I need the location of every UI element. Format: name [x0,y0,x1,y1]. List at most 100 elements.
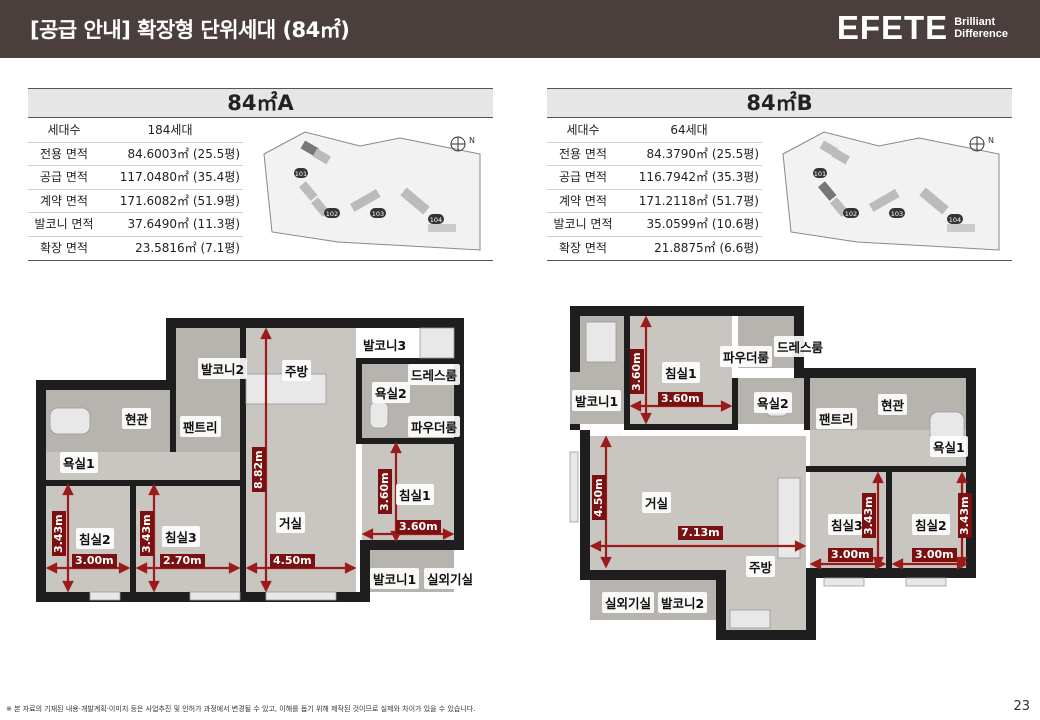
north-compass-icon: N [450,136,475,152]
dim-bedroom1-height: 3.60m [630,349,644,394]
brand-tagline-line1: Brilliant [954,16,996,28]
dim-bedroom1-width: 3.60m [396,520,441,534]
room-label-bedroom2: 침실2 [912,514,950,535]
dim-bedroom3-height: 3.43m [862,493,876,538]
spec-value: 84.3790㎡ (25.5평) [646,146,759,161]
unit-b-site-plan: N 101 102 103 104 [782,131,1000,251]
brand-tagline-line2: Difference [954,28,1008,40]
dim-living-height: 8.82m [252,447,266,492]
brand-tagline: Brilliant Difference [954,16,1008,40]
spec-row: 발코니 면적 37.6490㎡ (11.3평) [28,213,243,237]
dim-bedroom3-height: 3.43m [140,511,154,556]
site-building-102: 102 [818,181,859,218]
spec-value: 64세대 [670,123,708,137]
dim-bedroom3-width: 3.00m [828,548,873,562]
room-label-powder: 파우더룸 [720,346,773,367]
site-label-101: 101 [295,170,307,178]
room-label-bath2: 욕실2 [372,382,410,403]
unit-b-info-panel: 84㎡B 세대수 64세대 전용 면적 84.3790㎡ (25.5평) 공급 면적… [547,88,1012,261]
dim-bedroom2-width: 3.00m [72,554,117,568]
spec-label: 전용 면적 [40,146,88,161]
dim-bedroom2-width: 3.00m [912,548,957,562]
spec-label: 전용 면적 [559,146,607,161]
spec-label: 공급 면적 [40,170,88,184]
site-building-101: 101 [294,140,331,178]
spec-label: 발코니 면적 [34,217,94,231]
room-label-pantry: 팬트리 [816,408,857,429]
page-number: 23 [1013,699,1030,714]
svg-text:N: N [988,136,994,145]
site-label-101: 101 [814,170,826,178]
dim-bedroom2-height: 3.43m [958,493,972,538]
spec-label: 계약 면적 [559,193,607,208]
spec-row: 확장 면적 21.8875㎡ (6.6평) [547,237,762,261]
spec-row: 세대수 184세대 [28,119,243,143]
panel-bottom-rule [547,260,1012,261]
room-label-balcony2: 발코니2 [658,592,708,613]
site-building-103: 103 [869,189,905,218]
unit-a-site-plan: N 101 102 103 104 [263,131,481,251]
spec-row: 세대수 64세대 [547,119,762,143]
spec-label: 확장 면적 [559,240,607,255]
dim-living-width: 7.13m [678,526,723,540]
dim-living-width: 4.50m [270,554,315,568]
spec-label: 발코니 면적 [553,217,613,231]
page-title: [공급 안내] 확장형 단위세대 (84㎡) [30,18,350,42]
room-label-bath2: 욕실2 [754,392,792,413]
site-building-104: 104 [400,187,456,232]
dim-bedroom1-height: 3.60m [378,469,392,514]
room-label-kitchen: 주방 [746,556,776,577]
dim-bedroom3-width: 2.70m [160,554,205,568]
room-label-balcony1: 발코니1 [370,568,420,589]
room-label-pantry: 팬트리 [180,416,221,437]
site-label-103: 103 [372,210,384,218]
site-building-102: 102 [299,181,340,218]
site-label-104: 104 [949,216,961,224]
svg-text:N: N [469,136,475,145]
spec-label: 세대수 [47,123,81,137]
room-label-bedroom2: 침실2 [76,528,114,549]
room-label-bath1: 욕실1 [930,436,968,457]
spec-label: 세대수 [566,123,600,137]
spec-value: 184세대 [147,123,193,137]
room-label-powder: 파우더룸 [408,416,461,437]
unit-a-floor-plan: 발코니2 주방 발코니3 드레스룸 욕실2 현관 팬트리 파우더룸 욕실1 침실… [30,312,492,608]
spec-row: 전용 면적 84.3790㎡ (25.5평) [547,143,762,166]
room-label-living: 거실 [642,492,672,513]
site-label-103: 103 [891,210,903,218]
dim-bedroom1-width: 3.60m [658,392,703,406]
spec-value: 116.7942㎡ (35.3평) [638,170,759,184]
room-label-bedroom3: 침실3 [828,514,866,535]
room-label-outdoor-unit: 실외기실 [424,568,477,589]
spec-value: 37.6490㎡ (11.3평) [127,217,240,231]
north-compass-icon: N [969,136,994,152]
room-label-living: 거실 [276,512,306,533]
room-label-dressroom: 드레스룸 [408,364,461,385]
site-building-104: 104 [919,187,975,232]
room-label-balcony1: 발코니1 [572,390,622,411]
brand-wordmark: EFETE [836,9,949,46]
site-label-102: 102 [326,210,338,218]
room-label-outdoor-unit: 실외기실 [602,592,655,613]
spec-value: 117.0480㎡ (35.4평) [119,170,240,184]
site-building-103: 103 [350,189,386,218]
spec-value: 21.8875㎡ (6.6평) [654,240,759,255]
dim-bedroom2-height: 3.43m [52,511,66,556]
room-label-dressroom: 드레스룸 [774,336,827,357]
spec-row: 공급 면적 116.7942㎡ (35.3평) [547,166,762,190]
room-label-entrance: 현관 [122,408,152,429]
unit-b-floor-plan: 드레스룸 파우더룸 침실1 발코니1 욕실2 팬트리 현관 욕실1 거실 침실3… [566,302,1006,642]
spec-label: 공급 면적 [559,170,607,184]
spec-value: 171.2118㎡ (51.7평) [638,193,759,208]
spec-label: 확장 면적 [40,240,88,255]
unit-b-spec-table: 세대수 64세대 전용 면적 84.3790㎡ (25.5평) 공급 면적 116.7… [547,119,762,260]
site-building-101: 101 [813,140,850,178]
unit-b-title: 84㎡B [547,88,1012,118]
room-label-bedroom1: 침실1 [662,362,700,383]
panel-bottom-rule [28,260,493,261]
